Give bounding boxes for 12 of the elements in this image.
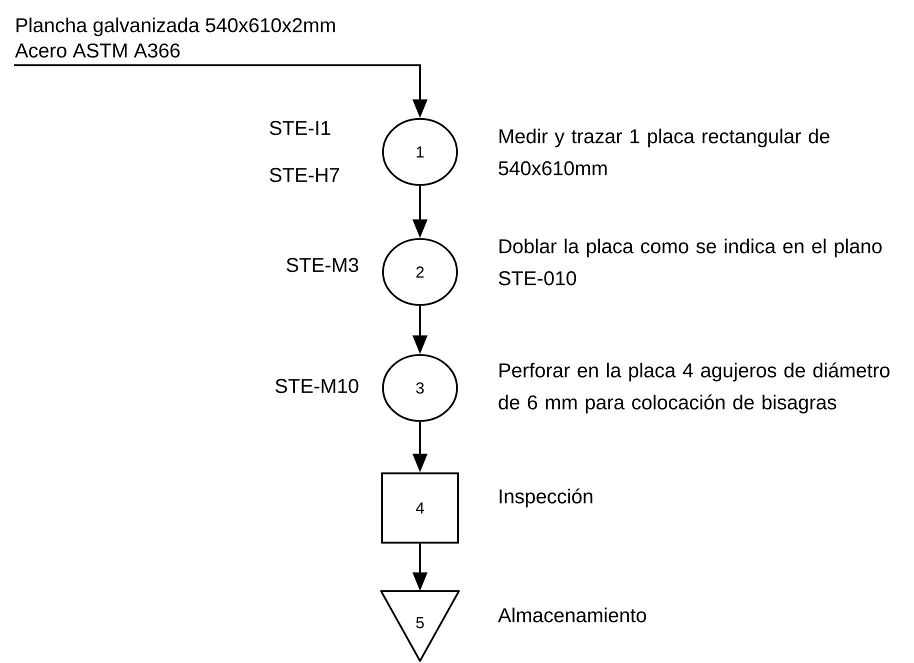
material-label: Plancha galvanizada 540x610x2mm Acero ASTM A366 bbox=[14, 18, 335, 58]
step-code: STE-M3 bbox=[286, 258, 358, 272]
inspection-square: 4 bbox=[381, 472, 459, 544]
step-code: STE-H7 bbox=[270, 168, 340, 182]
step-description: Doblar la placa como se indica en el plano STE-010 bbox=[498, 238, 882, 286]
step-description: Inspección bbox=[500, 488, 592, 508]
step-description: Almacenamiento bbox=[498, 608, 646, 622]
step-code: STE-I1 bbox=[270, 120, 330, 136]
step-description: Perforar en la placa 4 agujeros de diámetro de 6 mm para colocación de bisagras bbox=[498, 362, 890, 414]
storage-triangle: 5 bbox=[380, 590, 460, 662]
step-description: Medir y trazar 1 placa rectangular de 540x610mm bbox=[498, 128, 830, 176]
step-code: STE-M10 bbox=[276, 378, 358, 394]
